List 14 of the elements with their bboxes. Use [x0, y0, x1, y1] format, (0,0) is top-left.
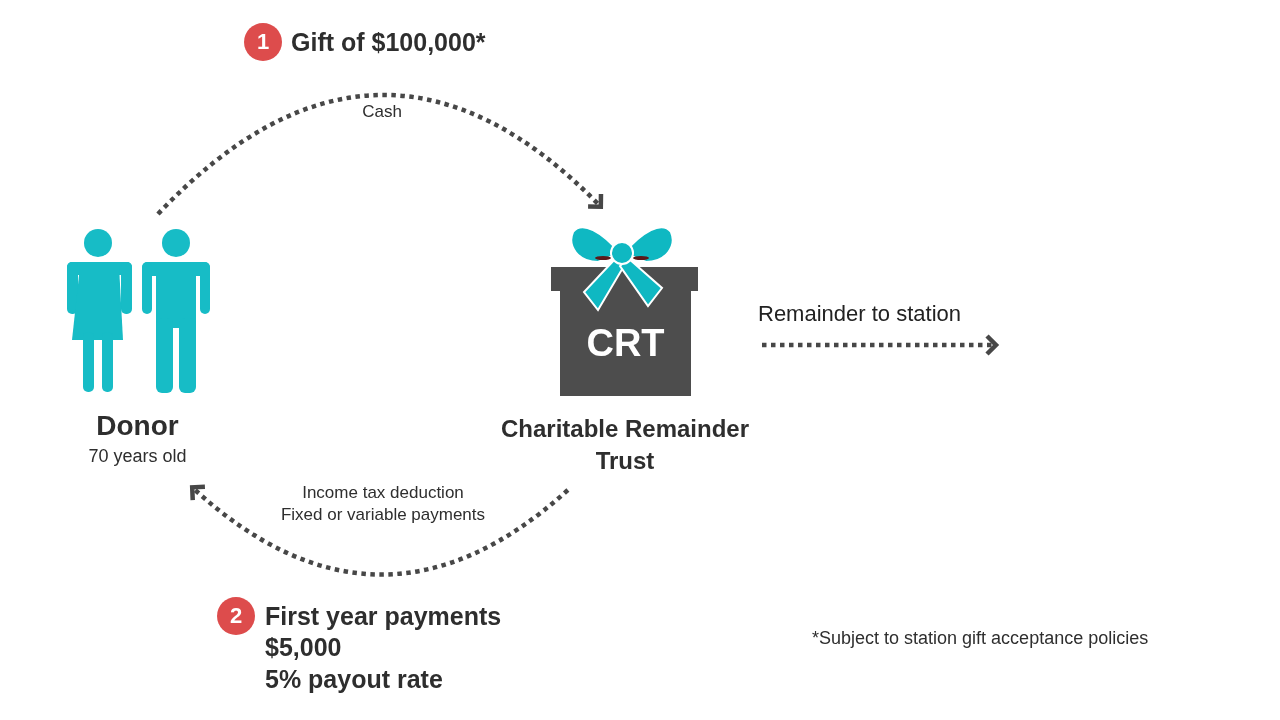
dotted-arrow — [762, 333, 999, 357]
step-detail: $5,000 — [265, 632, 342, 662]
gift-box-label: CRT — [586, 321, 665, 365]
node-title: Donor — [96, 409, 179, 443]
step-detail: 5% payout rate — [265, 664, 443, 694]
step-detail: First year payments — [265, 601, 502, 631]
footnote: *Subject to station gift acceptance policies — [812, 627, 1149, 650]
step-heading: Gift of $100,000* — [291, 27, 486, 57]
callout-number: 1 — [244, 23, 282, 61]
dotted-arrow — [156, 92, 604, 216]
dotted-arrow — [189, 484, 570, 577]
node-title: Charitable Remainder Trust — [499, 414, 751, 476]
callout-number: 2 — [217, 597, 255, 635]
node-subtitle: 70 years old — [88, 445, 187, 468]
